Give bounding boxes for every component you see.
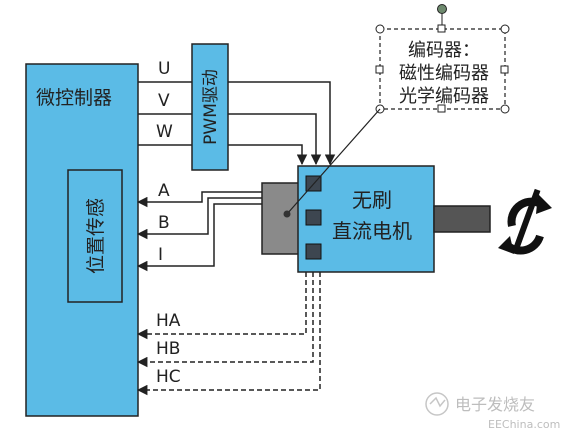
- watermark: 电子发烧友 EEChina.com: [425, 392, 560, 431]
- callout-pointer: [286, 108, 381, 215]
- motor-label-line1: 无刷: [352, 188, 392, 212]
- sensor-label-b: B: [158, 213, 170, 233]
- encoder-callout-box: [379, 28, 506, 110]
- phase-label-v: V: [158, 91, 170, 111]
- motor-shaft: [433, 205, 491, 233]
- callout-line3: 光学编码器: [399, 86, 489, 107]
- sensor-label-i: I: [158, 245, 163, 265]
- encoder-wires: [136, 191, 262, 272]
- watermark-site: EEChina.com: [488, 418, 560, 431]
- motor-label-line2: 直流电机: [332, 219, 412, 243]
- pwm-driver-label: PWM驱动: [201, 69, 221, 145]
- hall-wires: [136, 272, 321, 396]
- pwm-driver-block: [191, 43, 229, 171]
- encoder-block: [261, 182, 303, 255]
- hall-label-hc: HC: [156, 367, 181, 387]
- watermark-brand: 电子发烧友: [455, 395, 535, 414]
- hall-label-ha: HA: [156, 311, 181, 331]
- phase-label-u: U: [158, 59, 170, 79]
- phase-wires: [138, 81, 336, 166]
- callout-pointer-dot: [283, 210, 291, 218]
- microcontroller-label: 微控制器: [36, 87, 112, 109]
- rotation-icon: [498, 188, 552, 255]
- callout-line2: 磁性编码器: [399, 63, 489, 84]
- position-sensor-block: [67, 169, 123, 303]
- callout-line1: 编码器：: [408, 40, 480, 61]
- phase-label-w: W: [156, 122, 173, 142]
- sensor-label-a: A: [158, 181, 170, 201]
- position-sensor-label: 位置传感: [85, 198, 107, 274]
- motor-pin-bottom: [305, 243, 322, 260]
- hall-label-hb: HB: [156, 339, 180, 359]
- callout-rotate-handle: [437, 4, 447, 14]
- motor-pin-middle: [305, 209, 322, 226]
